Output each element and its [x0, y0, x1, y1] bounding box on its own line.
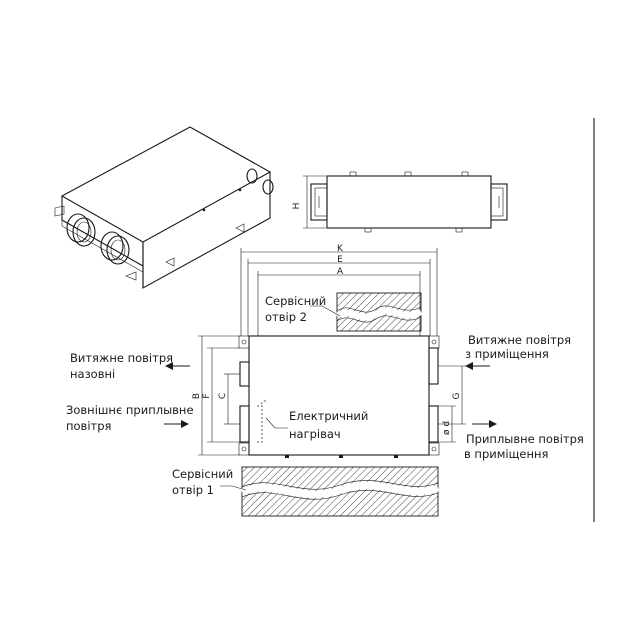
- plan-view: [164, 248, 497, 517]
- label-service-opening-2: Сервісний отвір 2: [265, 294, 326, 324]
- label-service-opening-1: Сервісний отвір 1: [172, 467, 233, 497]
- dim-b-label: B: [192, 393, 202, 399]
- dim-c-label: C: [218, 393, 228, 399]
- svg-text:Зовнішнє приплывне: Зовнішнє приплывне: [66, 403, 194, 417]
- label-electric-heater: Електричний нагрівач: [289, 409, 368, 441]
- svg-text:в приміщення: в приміщення: [464, 447, 548, 461]
- svg-text:Витяжне повітря: Витяжне повітря: [468, 333, 571, 347]
- side-elevation-view: [303, 171, 508, 233]
- dim-d-label: ø d: [442, 421, 452, 435]
- dim-e-label: E: [337, 255, 343, 265]
- svg-text:отвір 2: отвір 2: [265, 310, 307, 324]
- svg-text:назовні: назовні: [70, 367, 115, 381]
- svg-text:нагрівач: нагрівач: [289, 427, 341, 441]
- svg-text:повітря: повітря: [66, 419, 111, 433]
- dim-h-label: H: [292, 203, 302, 210]
- svg-text:Сервісний: Сервісний: [265, 294, 326, 308]
- label-supply-to-room: Приплывне повітря в приміщення: [464, 432, 584, 461]
- svg-text:Витяжне повітря: Витяжне повітря: [70, 351, 173, 365]
- label-extract-from-room: Витяжне повітря з приміщення: [465, 333, 571, 361]
- svg-text:Сервісний: Сервісний: [172, 467, 233, 481]
- label-exhaust-outside: Витяжне повітря назовні: [70, 351, 173, 381]
- svg-text:Електричний: Електричний: [289, 409, 368, 423]
- isometric-unit-view: [54, 126, 274, 289]
- svg-text:Приплывне повітря: Приплывне повітря: [466, 432, 584, 446]
- dim-g-label: G: [452, 392, 462, 399]
- dim-k-label: K: [337, 244, 344, 254]
- svg-text:з приміщення: з приміщення: [465, 347, 549, 361]
- dim-a-label: A: [337, 267, 344, 277]
- dim-f-label: F: [202, 393, 212, 398]
- svg-text:отвір 1: отвір 1: [172, 483, 214, 497]
- label-outdoor-supply: Зовнішнє приплывне повітря: [66, 403, 194, 433]
